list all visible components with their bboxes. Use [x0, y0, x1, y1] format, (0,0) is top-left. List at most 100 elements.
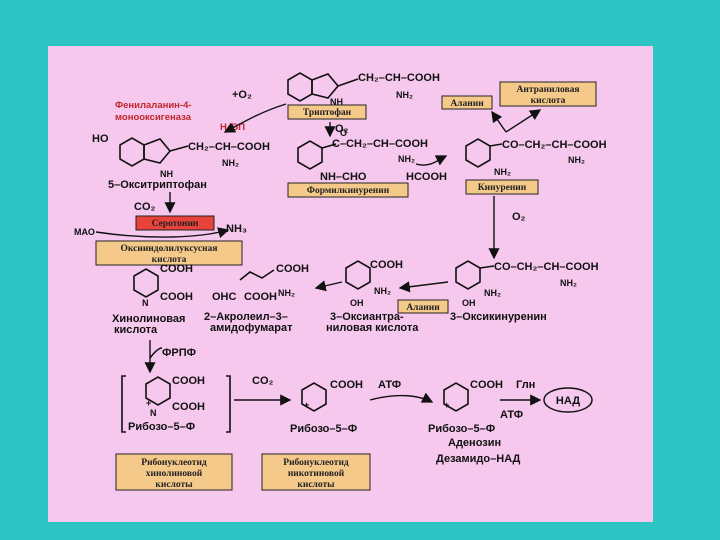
acro-nh2: NH₂ [278, 288, 295, 298]
acro-cooh: COOH [276, 263, 309, 275]
atf2: АТФ [500, 409, 523, 421]
nmn3-cooh: COOH [470, 379, 503, 391]
acro-ohc: OHC [212, 291, 237, 303]
nmn1-plus: + [146, 398, 151, 408]
box-rn-quinolinic: Рибонуклеотид хинолиновой кислоты [115, 453, 233, 491]
hcooh: HCOOH [406, 171, 447, 183]
oha-nh2: NH₂ [374, 286, 391, 296]
ohk-structure [455, 260, 495, 290]
ohk-oh: OH [462, 298, 476, 308]
quin-n: N [142, 298, 149, 308]
tryptophan-structure [287, 72, 359, 102]
quin-cooh: COOH [160, 263, 193, 275]
nad-ellipse: НАД [543, 387, 593, 413]
kyn-nh2: NH₂ [568, 155, 585, 165]
trp-nh2: NH₂ [396, 90, 413, 100]
box-rn-nicotinic: Рибонуклеотид никотиновой кислоты [261, 453, 371, 491]
box-tryptophan: Триптофан [287, 104, 367, 120]
arrow-nmn2-namd [369, 392, 434, 403]
svg-text:НАД: НАД [556, 395, 580, 407]
fk-nh2: NH₂ [398, 154, 415, 164]
ohk-chain: CO–CH₂–CH–COOH [494, 261, 599, 273]
svg-text:кислоты: кислоты [297, 480, 335, 490]
nmn2-plus: + [304, 400, 309, 410]
nmn1-bracket [121, 375, 231, 433]
svg-text:никотиновой: никотиновой [288, 468, 345, 479]
svg-text:монооксигеназа: монооксигеназа [115, 112, 192, 123]
ohk-nh2: NH₂ [560, 278, 577, 288]
deamido-nad: Дезамидо–НАД [436, 453, 521, 465]
arrow-kyn-alanine [491, 110, 507, 133]
svg-text:Рибонуклеотид: Рибонуклеотид [283, 457, 349, 468]
acro-structure [239, 269, 275, 281]
kyn-chain: CO–CH₂–CH–COOH [502, 139, 607, 151]
box-alanine-1: Аланин [441, 95, 493, 110]
nmn1-cooh2: COOH [172, 401, 205, 413]
quin-structure [133, 268, 159, 298]
svg-text:Фенилаланин-4-: Фенилаланин-4- [115, 100, 192, 111]
enzyme-hydroxylase: Фенилаланин-4- монооксигеназа [115, 100, 192, 123]
box-serotonin: Серотонин [135, 215, 215, 231]
svg-text:Триптофан: Триптофан [303, 107, 352, 118]
adenosine: Аденозин [448, 437, 501, 449]
o2-mid: O₂ [335, 123, 349, 135]
nh3: NH₃ [226, 223, 247, 235]
frpf: ФРПФ [162, 347, 196, 359]
oht-nh: NH [160, 169, 173, 179]
fk-o: O [340, 128, 347, 138]
namd-structure [443, 382, 469, 412]
kyn-structure [465, 138, 503, 168]
oht-nh2: NH₂ [222, 158, 239, 168]
oht-ho: HO [92, 133, 109, 145]
quin-cooh2: COOH [160, 291, 193, 303]
fk-structure [297, 140, 337, 170]
co2-2: CO₂ [252, 375, 274, 387]
svg-text:Оксииндолилуксусная: Оксииндолилуксусная [121, 244, 218, 254]
o2-top: +O₂ [232, 89, 252, 101]
oht-chain: CH₂–CH–COOH [188, 141, 270, 153]
oha-name: 3–Оксиантра-ниловая кислота [326, 311, 419, 334]
acro-name: 2–Акролеил–3–амидофумарат [204, 311, 293, 334]
svg-text:кислота: кислота [531, 96, 566, 106]
oht-name: 5–Окситриптофан [108, 179, 207, 191]
nmn2-cooh: COOH [330, 379, 363, 391]
svg-text:Аланин: Аланин [406, 303, 440, 313]
mao: МАО [74, 227, 95, 237]
box-formylkynurenine: Формилкинуренин [287, 182, 409, 198]
nmn1-cooh: COOH [172, 375, 205, 387]
svg-text:Формилкинуренин: Формилкинуренин [307, 186, 390, 196]
acro-cooh2: COOH [244, 291, 277, 303]
fk-nhcho: NH–CHO [320, 171, 367, 183]
oha-cooh: COOH [370, 259, 403, 271]
arrow-mao [95, 227, 230, 239]
ohk-name: 3–Оксикинуренин [450, 311, 547, 323]
nmn3-ribose: Рибозо–5–Ф [428, 423, 495, 435]
oha-structure [345, 260, 371, 290]
box-alanine-2: Аланин [397, 299, 449, 314]
box-kynurenine: Кинуренин [465, 179, 539, 195]
nmn2-ribose: Рибозо–5–Ф [290, 423, 357, 435]
o2-right: O₂ [512, 211, 526, 223]
svg-text:хинолиновой: хинолиновой [146, 468, 203, 479]
arrow-ohk-oha [398, 281, 449, 293]
oht-structure [119, 137, 189, 167]
svg-text:Кинуренин: Кинуренин [478, 183, 527, 193]
kyn-nh2b: NH₂ [494, 167, 511, 177]
trp-nh: NH [330, 97, 343, 107]
svg-text:Антраниловая: Антраниловая [517, 85, 580, 95]
arrow-kyn-anthranilic [505, 109, 542, 133]
trp-chain: CH₂–CH–COOH [358, 72, 440, 84]
gln: Глн [516, 379, 535, 391]
nmn1-n: N [150, 408, 157, 418]
nmn1-structure [145, 376, 171, 406]
frpf-curve [149, 347, 163, 359]
atf1: АТФ [378, 379, 401, 391]
arrow-fk-kyn [415, 155, 448, 166]
svg-text:Рибонуклеотид: Рибонуклеотид [141, 457, 207, 468]
svg-text:кислоты: кислоты [155, 480, 193, 490]
svg-text:Аланин: Аланин [450, 99, 484, 109]
nmn3-plus: + [444, 400, 449, 410]
arrow-trp-to-oht [223, 103, 287, 133]
